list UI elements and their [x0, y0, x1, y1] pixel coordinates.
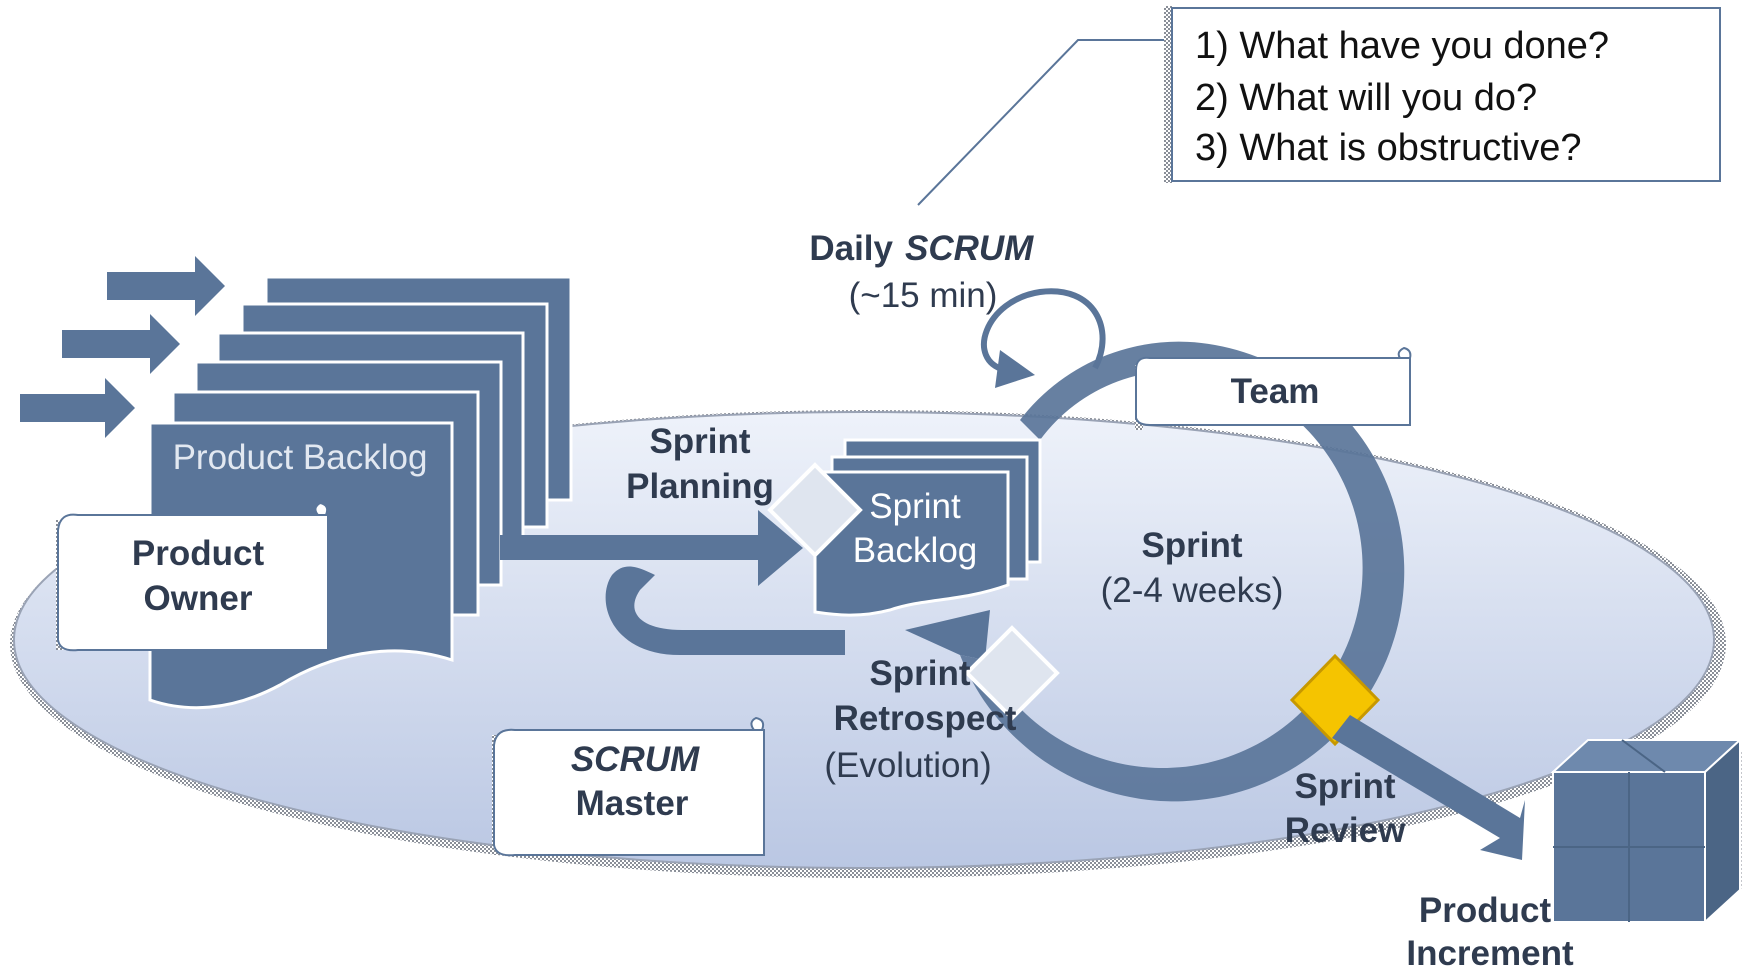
question-1: 1) What have you done?	[1195, 25, 1609, 67]
sprint-review-line2: Review	[1285, 811, 1406, 850]
planning-flow-arrow	[500, 510, 845, 655]
product-increment-line2: Increment	[1406, 934, 1574, 970]
scroll-banner-icon	[1135, 346, 1412, 426]
sprint-review-line1: Sprint	[1294, 767, 1395, 806]
sprint-planning-line1: Sprint	[649, 422, 750, 461]
sprint-review-arrow	[1332, 715, 1525, 860]
sprint-retrospect-line2: Retrospect	[834, 699, 1017, 738]
sprint-backlog-stack	[813, 438, 1042, 617]
retrospect-return-loop	[605, 566, 845, 655]
question-2: 2) What will you do?	[1195, 77, 1537, 119]
product-owner-line2: Owner	[144, 579, 253, 618]
scrum-master-scroll: SCRUM Master	[492, 716, 765, 857]
product-owner-scroll: Product Owner	[56, 501, 329, 652]
milestone-diamond-icon	[767, 462, 863, 558]
scroll-banner-icon	[57, 501, 329, 652]
scroll-banner-icon	[493, 716, 765, 857]
daily-scrum-title-emph: SCRUM	[905, 229, 1034, 268]
input-arrow-icon	[62, 314, 180, 374]
team-label: Team	[1231, 372, 1320, 411]
input-arrow-icon	[107, 256, 225, 316]
sprint-retrospect-line1: Sprint	[869, 654, 970, 693]
question-3: 3) What is obstructive?	[1195, 127, 1581, 169]
daily-scrum-duration: (~15 min)	[849, 276, 998, 315]
scrum-master-line1: SCRUM	[571, 740, 700, 779]
team-scroll: Team	[1135, 346, 1412, 430]
sprint-backlog-page	[813, 470, 1010, 617]
daily-questions-callout: 1) What have you done? 2) What will you …	[917, 6, 1721, 206]
sprint-backlog-line2: Backlog	[853, 531, 978, 570]
sprint-planning-line2: Planning	[626, 467, 774, 506]
input-arrows	[20, 256, 225, 438]
sprint-backlog-line1: Sprint	[869, 487, 961, 526]
product-increment-line1: Product	[1419, 891, 1552, 930]
sprint-title: Sprint	[1141, 526, 1242, 565]
product-backlog-label: Product Backlog	[173, 438, 428, 477]
milestone-diamond-icon	[964, 625, 1060, 721]
product-cube-icon	[1550, 737, 1742, 925]
sprint-duration: (2-4 weeks)	[1101, 571, 1284, 610]
product-owner-line1: Product	[132, 534, 265, 573]
daily-scrum-loop	[981, 288, 1106, 388]
daily-scrum-title-prefix: Daily	[809, 229, 893, 268]
scrum-master-line2: Master	[576, 784, 689, 823]
input-arrow-icon	[20, 378, 135, 438]
sprint-retrospect-line3: (Evolution)	[824, 746, 991, 785]
